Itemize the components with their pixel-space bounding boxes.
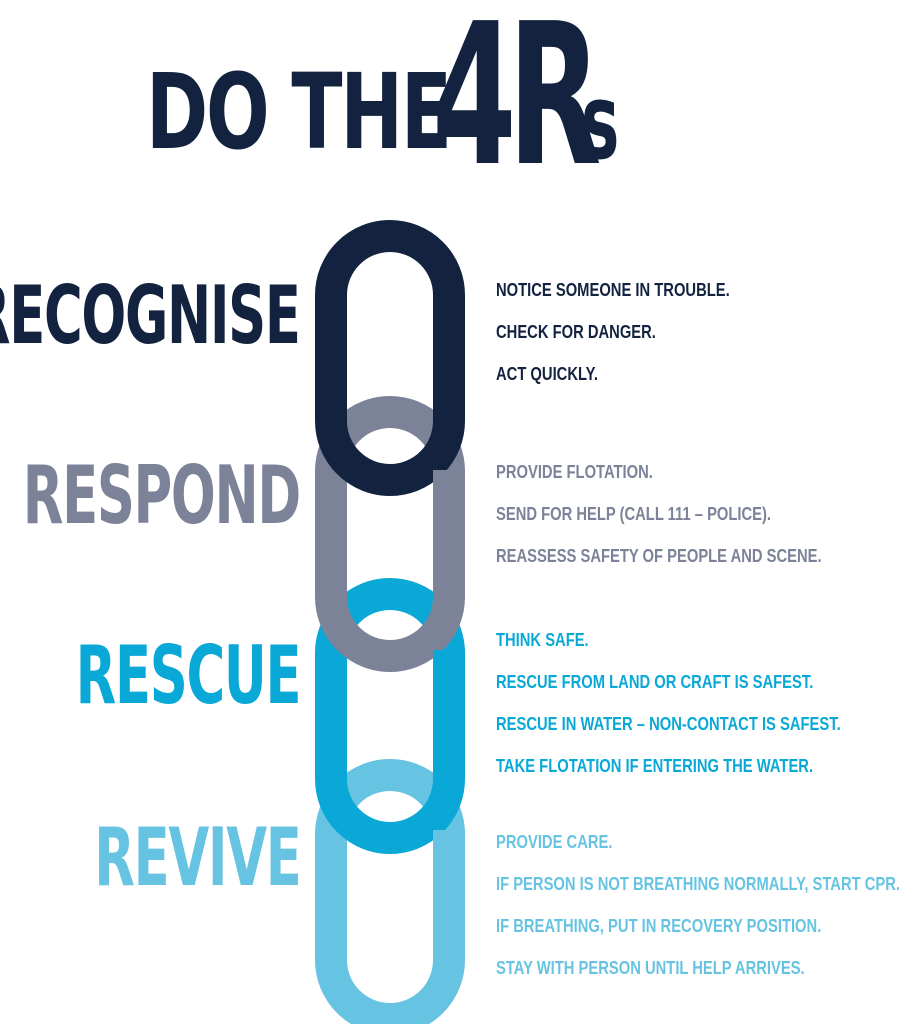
step-list-respond: PROVIDE FLOTATION. SEND FOR HELP (CALL 1… xyxy=(496,462,893,588)
list-item: NOTICE SOMEONE IN TROUBLE. xyxy=(496,280,730,300)
list-item: THINK SAFE. xyxy=(496,630,589,650)
list-item: IF BREATHING, PUT IN RECOVERY POSITION. xyxy=(496,916,822,936)
title-suffix: s xyxy=(581,61,620,183)
page-title: DO THE 4 R s xyxy=(0,0,899,200)
step-label-revive: REVIVE xyxy=(93,811,302,904)
list-item: CHECK FOR DANGER. xyxy=(496,322,656,342)
list-item: PROVIDE FLOTATION. xyxy=(496,462,653,482)
list-item: TAKE FLOTATION IF ENTERING THE WATER. xyxy=(496,756,814,776)
list-item: STAY WITH PERSON UNTIL HELP ARRIVES. xyxy=(496,958,805,978)
step-label-recognise: RECOGNISE xyxy=(0,269,301,362)
list-item: ACT QUICKLY. xyxy=(496,364,598,384)
step-label-respond: RESPOND xyxy=(22,449,301,542)
list-item: RESCUE IN WATER – NON-CONTACT IS SAFEST. xyxy=(496,714,841,734)
step-list-recognise: NOTICE SOMEONE IN TROUBLE. CHECK FOR DAN… xyxy=(496,280,781,406)
title-letter: R xyxy=(508,0,602,210)
list-item: REASSESS SAFETY OF PEOPLE AND SCENE. xyxy=(496,546,822,566)
step-list-revive: PROVIDE CARE. IF PERSON IS NOT BREATHING… xyxy=(496,832,899,1000)
list-item: IF PERSON IS NOT BREATHING NORMALLY, STA… xyxy=(496,874,899,894)
step-list-rescue: THINK SAFE. RESCUE FROM LAND OR CRAFT IS… xyxy=(496,630,899,798)
list-item: RESCUE FROM LAND OR CRAFT IS SAFEST. xyxy=(496,672,814,692)
title-do-the: DO THE xyxy=(146,51,452,173)
chain-link-recognise xyxy=(315,220,465,496)
step-label-rescue: RESCUE xyxy=(75,629,301,722)
list-item: PROVIDE CARE. xyxy=(496,832,613,852)
title-number: 4 xyxy=(432,0,517,210)
list-item: SEND FOR HELP (CALL 111 – POLICE). xyxy=(496,504,772,524)
